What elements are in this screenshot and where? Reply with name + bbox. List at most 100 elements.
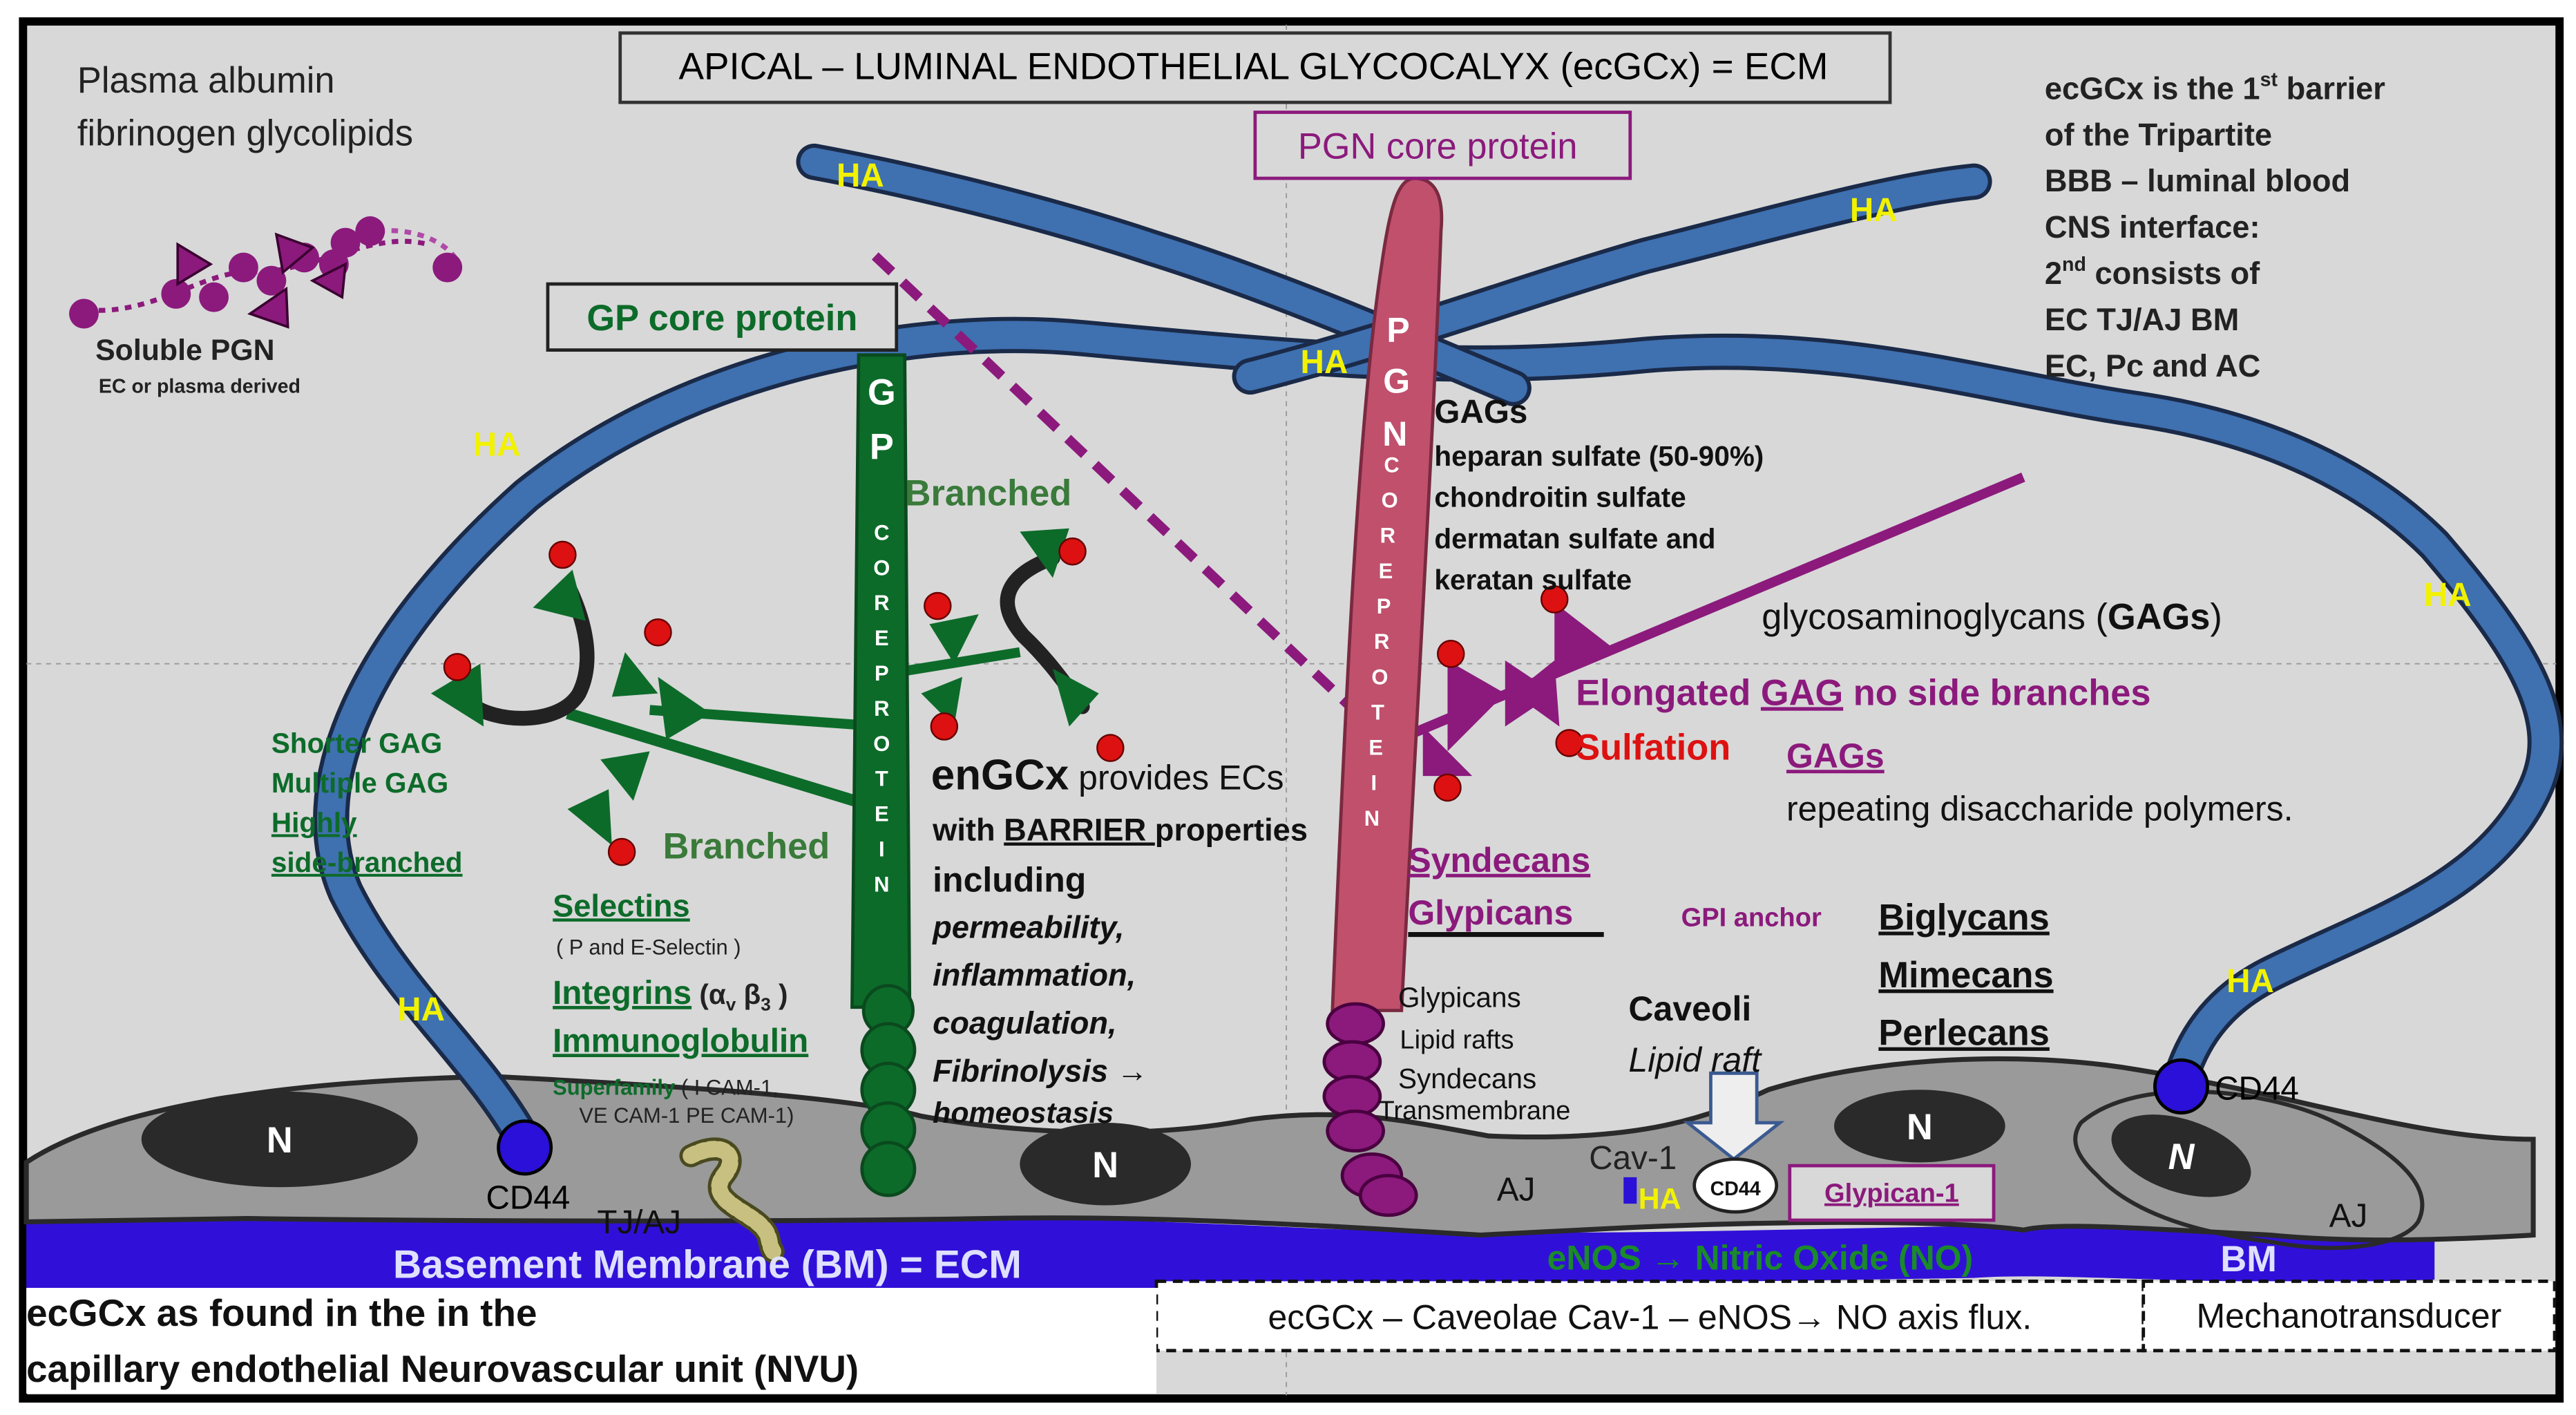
soluble-pgn-sub: EC or plasma derived	[99, 376, 300, 398]
svg-text:Perlecans: Perlecans	[1878, 1013, 2050, 1054]
pgn-dotted-diagonal	[871, 252, 1386, 741]
gp-stalk-small-letter: T	[875, 767, 888, 791]
pgn-stalk-small-letter: O	[1371, 665, 1388, 689]
svg-text:inflammation,: inflammation,	[933, 958, 1136, 993]
svg-text:EC, Pc and AC: EC, Pc and AC	[2045, 348, 2261, 383]
ha-label: HA	[397, 991, 445, 1028]
lipid-raft-label: Lipid raft	[1628, 1041, 1762, 1079]
pgn-stalk-small-letter: P	[1377, 594, 1391, 618]
svg-text:VE CAM-1 PE CAM-1): VE CAM-1 PE CAM-1)	[579, 1103, 794, 1128]
soluble-pgn-cluster	[69, 216, 463, 329]
gags-title: GAGs	[1434, 394, 1527, 430]
nucleus-center	[1020, 1123, 1192, 1206]
svg-text:Fibrinolysis →: Fibrinolysis →	[933, 1053, 1148, 1088]
svg-text:with BARRIER properties: with BARRIER properties	[932, 812, 1308, 847]
caveoli-cd44: CD44	[1710, 1178, 1761, 1200]
gp-stalk-letter: P	[870, 426, 894, 467]
svg-text:Shorter GAG: Shorter GAG	[271, 728, 442, 759]
gp-stalk-small-letter: O	[873, 555, 890, 580]
ha-label: HA	[1850, 192, 1898, 229]
caveoli-ha: HA	[1639, 1182, 1681, 1215]
tight-junction	[679, 1137, 785, 1264]
pgn-stalk-small-letter: E	[1379, 559, 1393, 583]
glypican1-box	[1788, 1164, 1996, 1222]
axis-flux-label: ecGCx – Caveolae Cav-1 – eNOS→ NO axis f…	[1268, 1298, 2032, 1337]
pgn-stalk-small-letter: E	[1368, 736, 1383, 760]
svg-text:Multiple GAG: Multiple GAG	[271, 767, 448, 799]
svg-text:BBB – luminal blood: BBB – luminal blood	[2045, 163, 2350, 198]
svg-text:Integrins (αv β3 ): Integrins (αv β3 )	[553, 975, 788, 1015]
pgn-stalk-small-letter: R	[1374, 629, 1389, 654]
pgn-stalk-small-letter: T	[1371, 700, 1384, 724]
pg-families: Biglycans Mimecans Perlecans	[1878, 897, 2053, 1053]
pgn-stalk-letter: P	[1386, 311, 1409, 350]
pgn-core-protein	[1322, 176, 2025, 1217]
soluble-pgn-label: Soluble PGN	[95, 334, 274, 367]
svg-text:Lipid rafts: Lipid rafts	[1400, 1025, 1514, 1054]
right-cell-boundary	[2073, 1089, 2425, 1251]
gp-stalk-small-letter: E	[875, 802, 889, 826]
caveoli-label: Caveoli	[1628, 989, 1751, 1028]
glypican1-label: Glypican-1	[1824, 1179, 1959, 1208]
svg-text:Highly: Highly	[271, 806, 357, 838]
svg-text:chondroitin sulfate: chondroitin sulfate	[1434, 482, 1686, 513]
svg-text:Syndecans: Syndecans	[1398, 1063, 1536, 1094]
gp-core-protein	[566, 353, 1021, 1197]
nucleus-label: N	[2168, 1137, 2195, 1177]
svg-text:Superfamily ( I CAM-1,: Superfamily ( I CAM-1,	[553, 1075, 779, 1099]
pgn-stalk-small-letter: I	[1371, 771, 1377, 795]
svg-text:of the Tripartite: of the Tripartite	[2045, 117, 2272, 152]
caveola-pit	[1692, 1157, 1779, 1214]
svg-text:coagulation,: coagulation,	[933, 1005, 1116, 1041]
gags-definition-title: GAGs	[1786, 737, 1885, 775]
glypicans-label: Glypicans	[1408, 893, 1573, 932]
elongated-gag-label: Elongated GAG no side branches	[1576, 672, 2150, 713]
cd44-receptor	[497, 1119, 553, 1176]
barrier-note: ecGCx is the 1st barrier of the Triparti…	[2045, 68, 2385, 383]
svg-text:dermatan sulfate and: dermatan sulfate and	[1434, 522, 1715, 554]
svg-text:( P and E-Selectin ): ( P and E-Selectin )	[556, 935, 741, 959]
svg-text:enGCx provides ECs: enGCx provides ECs	[931, 751, 1284, 799]
ha-label: HA	[2226, 963, 2274, 1000]
gp-side-branch-right	[921, 528, 1125, 762]
gp-stalk-small-letter: C	[874, 520, 889, 544]
gp-stalk-small-letter: N	[874, 872, 889, 896]
gp-stalk-small-letter: O	[873, 732, 890, 756]
pgn-stalk-small-letter: C	[1384, 453, 1399, 477]
engcx-description: enGCx provides ECs with BARRIER properti…	[931, 751, 1308, 1130]
cd44-receptor	[2153, 1058, 2209, 1115]
mechanotransducer-label: Mechanotransducer	[2196, 1296, 2501, 1335]
pgn-stalk-letter: G	[1383, 362, 1410, 401]
plasma-components: Plasma albumin fibrinogen glycolipids	[77, 60, 413, 154]
gp-stalk-small-letter: P	[875, 661, 889, 685]
caveoli-cd44-marker	[1623, 1177, 1637, 1204]
enos-label: eNOS → Nitric Oxide (NO)	[1547, 1239, 1974, 1278]
aj-label: AJ	[1497, 1171, 1536, 1208]
gags-fullname: glycosaminoglycans (GAGs)	[1762, 596, 2222, 637]
nucleus-label: N	[1907, 1107, 1933, 1148]
basement-membrane-label: Basement Membrane (BM) = ECM	[393, 1243, 1022, 1287]
branched-label: Branched	[905, 473, 1072, 513]
pgn-stalk-small-letter: R	[1380, 524, 1395, 548]
footer-caption: capillary endothelial Neurovascular unit…	[26, 1347, 859, 1390]
branched-label: Branched	[663, 826, 830, 867]
svg-text:Glypicans: Glypicans	[1398, 982, 1521, 1014]
ha-label: HA	[2424, 577, 2472, 614]
pgn-stalk-letter: N	[1382, 415, 1407, 453]
hyaluronan-strand-left	[317, 321, 2560, 1154]
gp-stalk-small-letter: R	[874, 591, 889, 615]
cd44-label: CD44	[486, 1179, 571, 1216]
gp-core-protein-title: GP core protein	[586, 298, 857, 339]
gags-definition: repeating disaccharide polymers.	[1786, 790, 2293, 828]
svg-text:including: including	[933, 860, 1086, 899]
svg-text:homeostasis: homeostasis	[933, 1096, 1114, 1130]
gp-title-box	[546, 282, 899, 352]
caveola-arrow	[1683, 1071, 1785, 1161]
svg-text:Biglycans: Biglycans	[1878, 897, 2049, 938]
svg-text:keratan sulfate: keratan sulfate	[1434, 564, 1632, 596]
pgn-title-box	[1253, 111, 1632, 180]
